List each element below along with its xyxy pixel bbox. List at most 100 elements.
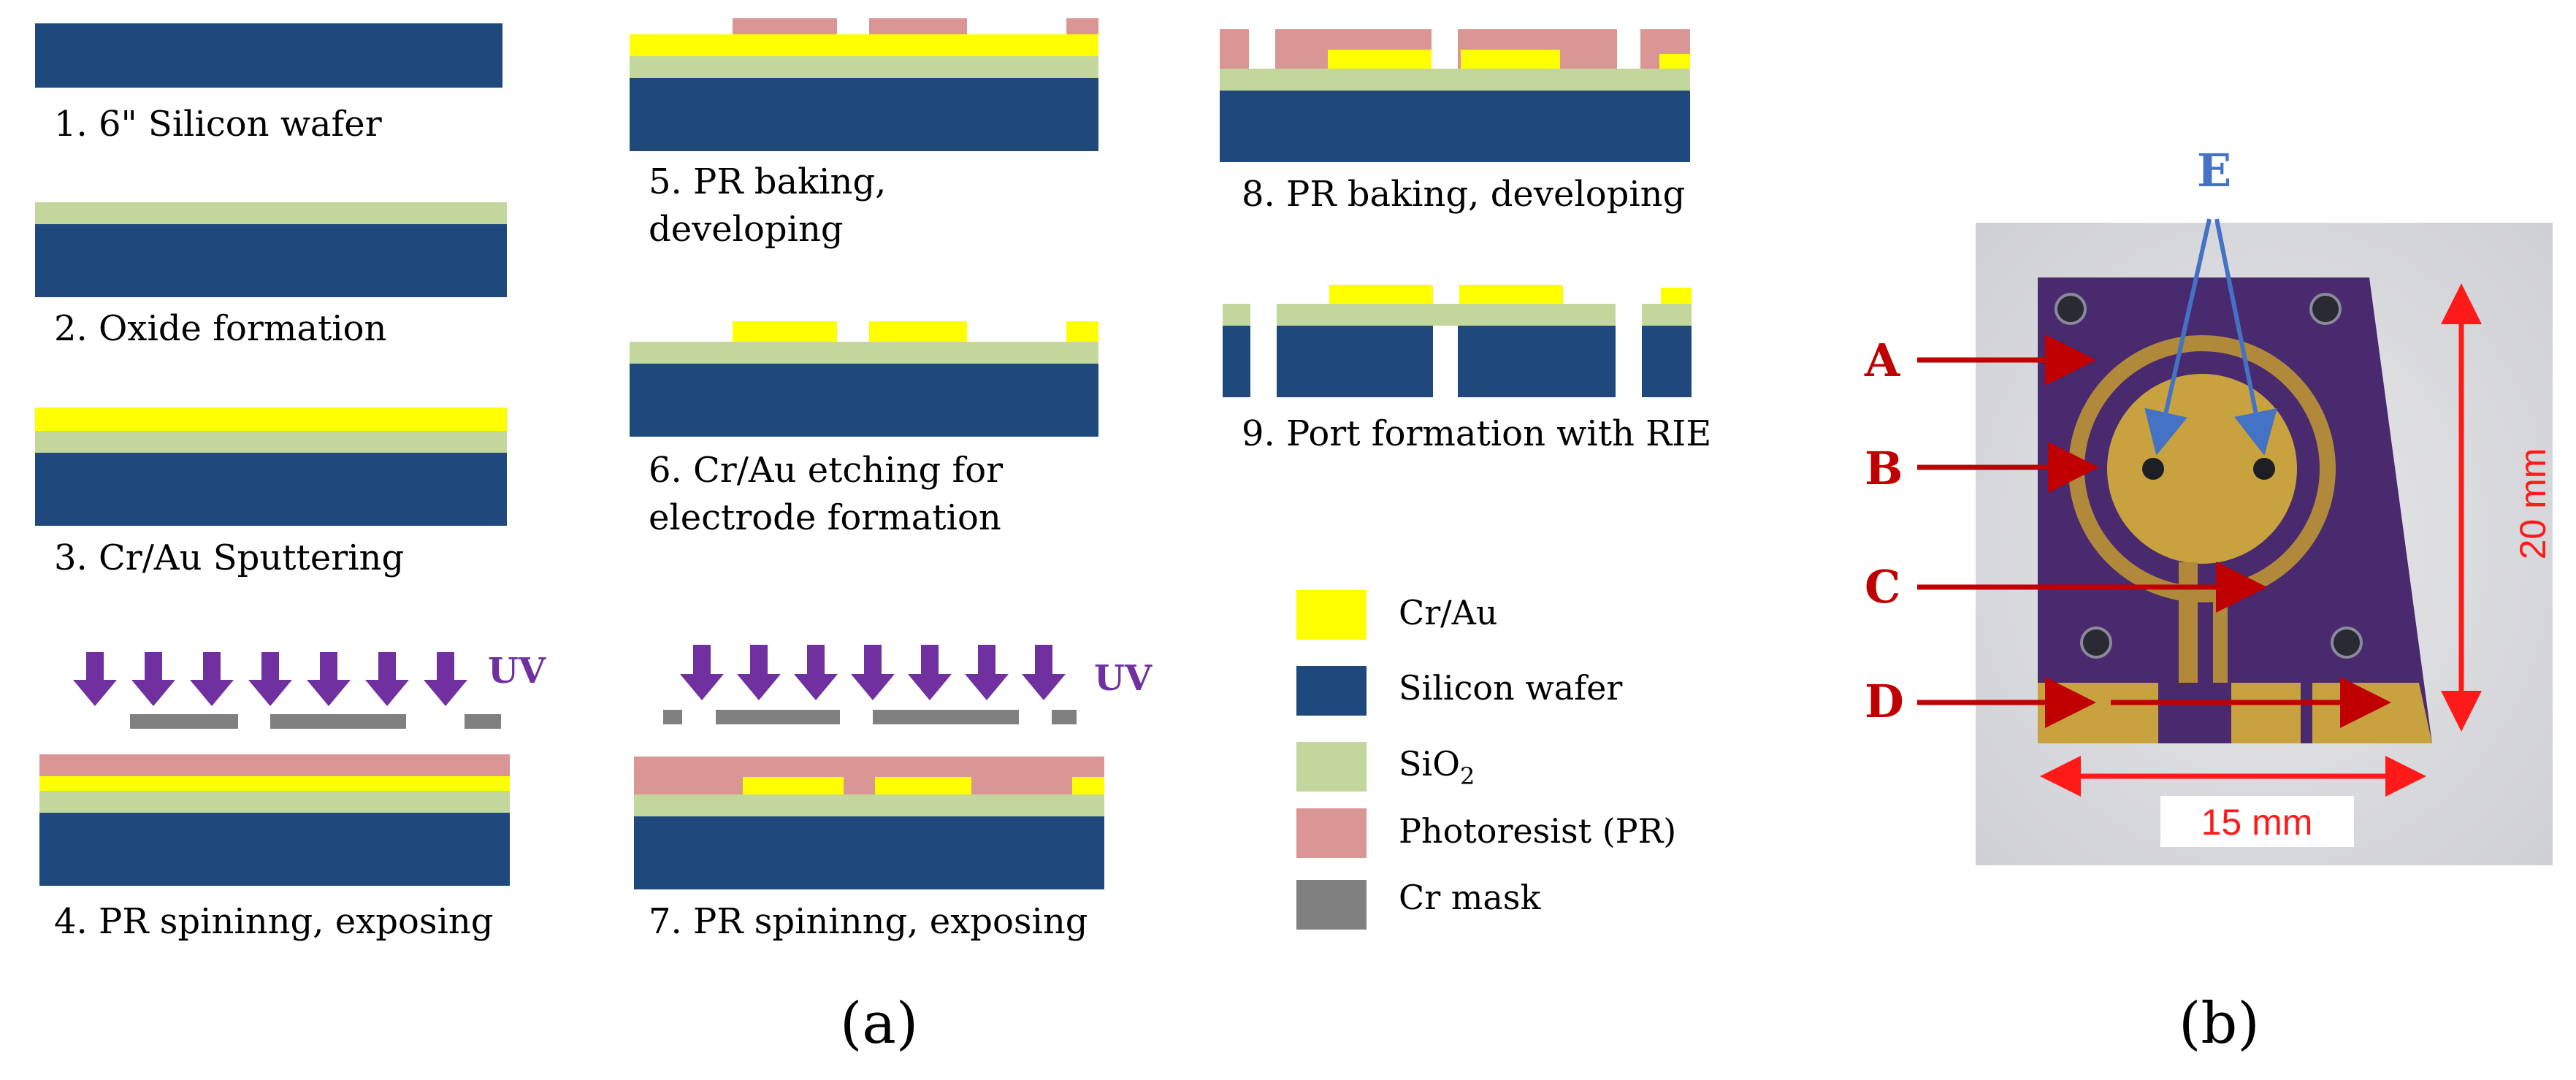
cr-mask xyxy=(1052,710,1077,724)
step-6-caption-line1: 6. Cr/Au etching for xyxy=(649,450,1003,491)
cr-mask xyxy=(270,714,406,729)
electrode xyxy=(1066,321,1098,342)
uv-arrow xyxy=(307,652,351,706)
arrow-e-left xyxy=(2144,218,2212,456)
uv-arrow xyxy=(851,645,895,700)
label-a: A xyxy=(1864,334,1900,387)
electrode xyxy=(1661,288,1692,304)
sio2-layer xyxy=(35,202,507,224)
electrode xyxy=(743,777,844,794)
electrode xyxy=(1461,50,1560,69)
electrode xyxy=(733,321,837,342)
electrode xyxy=(1328,50,1432,69)
photoresist-block xyxy=(869,18,967,34)
uv-arrow xyxy=(424,652,467,706)
silicon-layer xyxy=(634,816,1104,889)
uv-arrows xyxy=(73,652,467,706)
electrode xyxy=(1072,777,1104,794)
cr-au-layer xyxy=(630,34,1098,56)
sio2-segment xyxy=(1223,304,1250,326)
electrode-port xyxy=(2253,458,2275,480)
legend-swatch-photoresist xyxy=(1296,808,1367,858)
step-4: UV 4. PR spininng, exposing xyxy=(39,651,546,942)
sio2-layer xyxy=(630,342,1098,364)
electrode xyxy=(1329,285,1433,304)
uv-arrow xyxy=(965,645,1009,700)
step-5: 5. PR baking, developing xyxy=(630,18,1098,250)
electrode xyxy=(1659,54,1690,69)
electrode xyxy=(1459,285,1563,304)
cr-mask xyxy=(130,714,238,729)
photoresist-block xyxy=(1066,18,1098,34)
legend-label-silicon: Silicon wafer xyxy=(1399,668,1622,708)
sio2-segment xyxy=(1642,304,1692,326)
step-4-caption: 4. PR spininng, exposing xyxy=(54,901,494,942)
dimension-vertical-label: 20 mm xyxy=(2512,448,2553,560)
step-2: 2. Oxide formation xyxy=(35,202,507,349)
silicon-layer xyxy=(35,453,507,526)
uv-arrow xyxy=(908,645,952,700)
step-2-caption: 2. Oxide formation xyxy=(54,308,386,349)
silicon-layer xyxy=(630,364,1098,437)
cr-au-layer xyxy=(35,407,507,431)
photoresist-block xyxy=(1220,29,1249,69)
photoresist-layer xyxy=(634,757,1104,794)
lead-trace xyxy=(2179,562,2198,694)
uv-label: UV xyxy=(488,651,546,692)
pad-gap xyxy=(2301,683,2312,743)
electrode xyxy=(869,321,967,342)
silicon-segment xyxy=(1223,326,1250,397)
contact-pad xyxy=(2038,683,2432,743)
label-e: E xyxy=(2197,144,2231,197)
uv-arrows xyxy=(680,645,1066,700)
sio2-layer xyxy=(634,794,1104,816)
step-7: UV 7. PR spininng, exposing xyxy=(634,645,1153,942)
sio2-text: SiO xyxy=(1399,744,1460,784)
port-hole xyxy=(2309,293,2342,325)
legend-swatch-cr-au xyxy=(1296,590,1367,640)
pad-gap xyxy=(2158,683,2231,743)
electrode-port xyxy=(2142,458,2164,480)
uv-arrow xyxy=(131,652,175,706)
label-b: B xyxy=(1865,442,1903,495)
cr-mask xyxy=(465,714,501,729)
panel-label-b: (b) xyxy=(2179,991,2260,1057)
legend-label-cr-mask: Cr mask xyxy=(1399,878,1541,917)
step-9-caption: 9. Port formation with RIE xyxy=(1242,413,1711,454)
legend: Cr/Au Silicon wafer SiO2 Photoresist (PR… xyxy=(1296,590,1676,930)
cr-mask xyxy=(873,710,1019,724)
legend-label-cr-au: Cr/Au xyxy=(1399,593,1498,632)
arrow-e-right xyxy=(2214,218,2277,456)
cr-au-layer xyxy=(39,776,510,791)
legend-swatch-cr-mask xyxy=(1296,880,1367,930)
port-hole xyxy=(2080,627,2112,659)
step-8: 8. PR baking, developing xyxy=(1220,29,1690,215)
silicon-segment xyxy=(1642,326,1692,397)
sio2-layer xyxy=(39,791,510,813)
step-6: 6. Cr/Au etching for electrode formation xyxy=(630,321,1098,538)
uv-arrow xyxy=(73,652,117,706)
port-hole xyxy=(2055,293,2087,325)
step-3: 3. Cr/Au Sputtering xyxy=(35,407,507,578)
dimension-horizontal-label-bg xyxy=(2160,796,2354,847)
uv-arrow xyxy=(190,652,234,706)
photoresist-block xyxy=(733,18,837,34)
lead-trace xyxy=(2213,588,2228,694)
legend-swatch-sio2 xyxy=(1296,742,1367,792)
sio2-segment xyxy=(1277,304,1616,326)
step-5-caption-line2: developing xyxy=(649,209,844,250)
sio2-layer xyxy=(630,56,1098,78)
silicon-layer xyxy=(630,78,1098,151)
device-photo: A B C D E 20 mm 15 mm xyxy=(1864,144,2553,865)
step-1-caption: 1. 6" Silicon wafer xyxy=(54,104,382,145)
sio2-layer xyxy=(1220,69,1690,91)
silicon-layer xyxy=(35,224,507,297)
port-hole xyxy=(2331,627,2363,659)
electrode xyxy=(875,777,971,794)
label-d: D xyxy=(1865,675,1904,728)
dimension-horizontal-label: 15 mm xyxy=(2201,802,2313,843)
step-8-caption: 8. PR baking, developing xyxy=(1242,174,1685,215)
cr-mask xyxy=(663,710,682,724)
silicon-layer xyxy=(1220,91,1690,162)
